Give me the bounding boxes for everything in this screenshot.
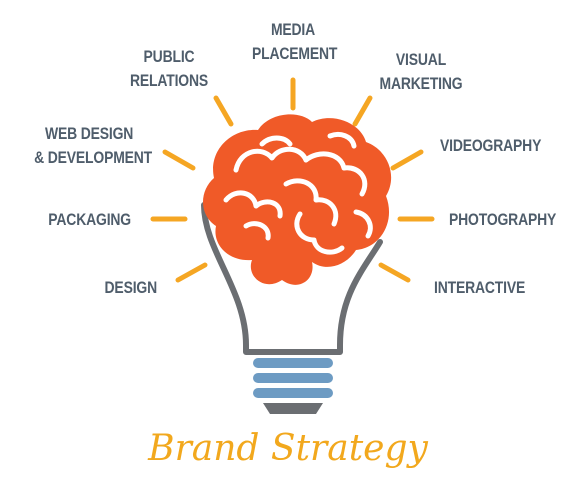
label-packaging: PACKAGING — [40, 208, 131, 232]
label-line: DESIGN — [104, 278, 158, 297]
label-photography: PHOTOGRAPHY — [449, 208, 557, 232]
base-stripe-1 — [253, 358, 333, 368]
label-visual-marketing: VISUAL MARKETING — [374, 48, 467, 96]
label-line: INTERACTIVE — [434, 278, 526, 297]
label-line: VIDEOGRAPHY — [440, 136, 542, 155]
label-line: PUBLIC — [143, 47, 195, 66]
base-stripe-3 — [253, 388, 333, 398]
base-stripe-2 — [253, 373, 333, 383]
ray-mid-right — [390, 149, 424, 171]
label-line: PHOTOGRAPHY — [449, 210, 557, 229]
label-interactive: INTERACTIVE — [434, 276, 541, 300]
label-web-design: WEB DESIGN & DEVELOPMENT — [34, 122, 153, 170]
ray-upper-right — [352, 95, 373, 127]
label-line: MARKETING — [379, 74, 463, 93]
rays — [150, 77, 435, 283]
ray-lower-left — [175, 262, 208, 283]
label-line: WEB DESIGN — [44, 124, 134, 143]
label-line: & DEVELOPMENT — [34, 148, 153, 167]
label-public-relations: PUBLIC RELATIONS — [127, 45, 211, 93]
label-line: PLACEMENT — [252, 44, 338, 63]
ray-lower-right — [378, 262, 411, 283]
brain-icon — [203, 114, 392, 285]
bulb-base — [253, 358, 333, 414]
label-line: MEDIA — [270, 20, 316, 39]
lightbulb-icon — [201, 202, 383, 355]
label-line: PACKAGING — [48, 210, 131, 229]
ray-mid-left — [162, 149, 196, 171]
diagram-title: Brand Strategy — [148, 428, 428, 469]
base-bottom — [263, 403, 323, 414]
label-line: RELATIONS — [129, 71, 209, 90]
label-design: DESIGN — [61, 276, 158, 300]
label-media-placement: MEDIA PLACEMENT — [252, 18, 338, 66]
label-videography: VIDEOGRAPHY — [440, 134, 547, 158]
label-line: VISUAL — [395, 50, 447, 69]
ray-upper-left — [213, 95, 234, 127]
